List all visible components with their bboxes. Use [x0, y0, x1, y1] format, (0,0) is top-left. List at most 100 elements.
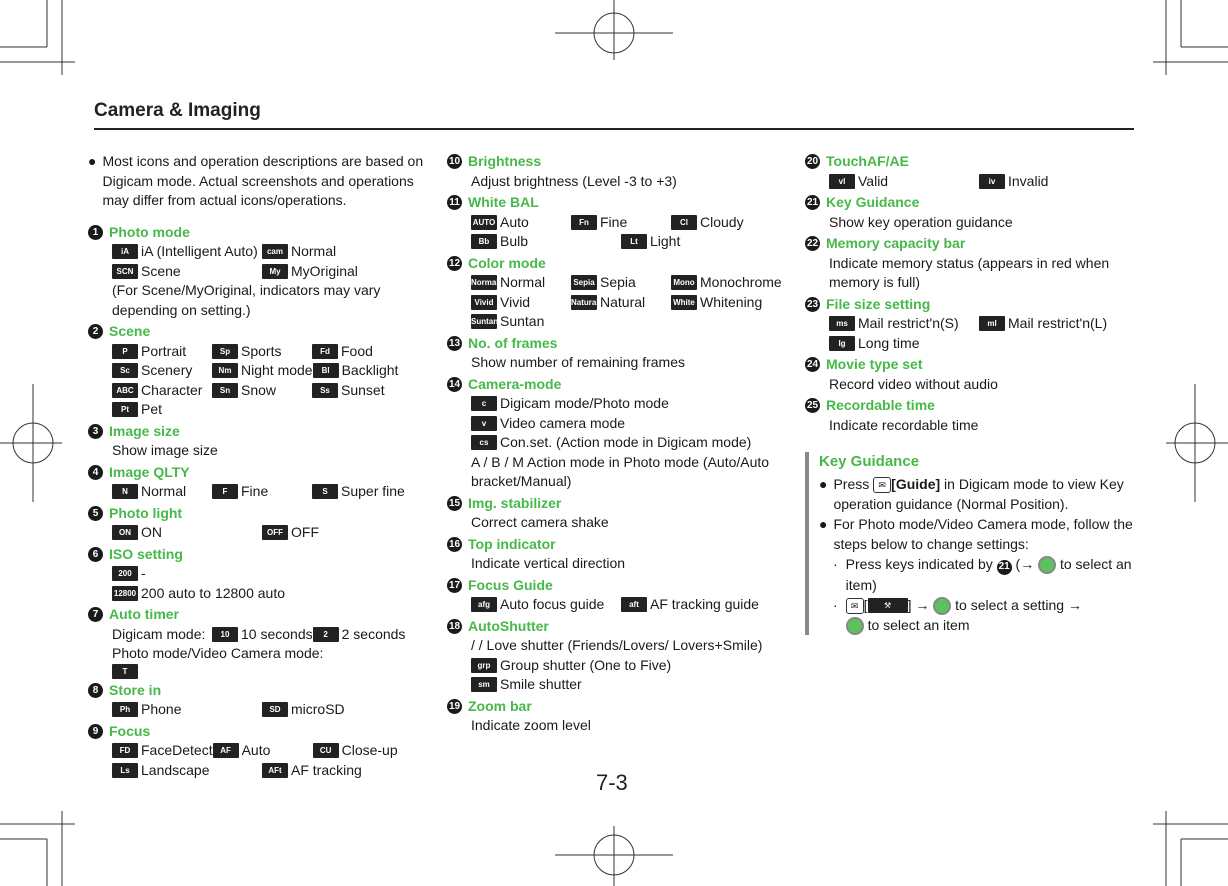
entry-label: Auto focus guide — [500, 596, 605, 612]
mode-icon: Bl — [312, 363, 339, 379]
entry-label: Bulb — [500, 233, 529, 249]
item-title-text: Focus Guide — [468, 576, 553, 593]
mode-icon: Ls — [112, 762, 138, 778]
entry-label: Group shutter (One to Five) — [500, 656, 672, 673]
item-note: Indicate zoom level — [471, 717, 591, 733]
key-guidance-bullet-2: ● For Photo mode/Video Camera mode, foll… — [819, 516, 1133, 552]
item-body: Record video without audio — [805, 375, 1135, 395]
mode-icon: v — [471, 415, 497, 431]
mode-icon: afg — [471, 597, 497, 613]
mode-icon: T — [112, 663, 138, 679]
item-title-text: AutoShutter — [468, 617, 549, 634]
entry-label: Fine — [600, 213, 628, 230]
entry-label: MyOriginal — [291, 262, 358, 279]
mode-icon: Bb — [471, 234, 497, 250]
item-note: Correct camera shake — [471, 514, 609, 530]
item-title-text: Img. stabilizer — [468, 494, 562, 511]
item-title-text: File size setting — [826, 295, 931, 312]
entry-label: Character — [141, 381, 203, 398]
column-1: ● Most icons and operation descriptions … — [88, 152, 428, 782]
item-body: Show image size — [88, 441, 428, 461]
item-note: Indicate vertical direction — [471, 555, 626, 571]
entry-label: Normal — [291, 243, 337, 259]
entry-label: - — [141, 565, 146, 581]
mode-icon: ml — [979, 316, 1005, 332]
entry-label: Auto — [241, 742, 271, 758]
entry-label: Long time — [858, 334, 920, 351]
mode-icon: Normal — [471, 275, 499, 291]
item-note: Record video without audio — [829, 375, 998, 392]
multi-key-icon — [845, 617, 864, 636]
entry-label: iA (Intelligent Auto) — [141, 243, 258, 259]
mode-icon: My — [262, 263, 288, 279]
entry-label: Super fine — [341, 483, 405, 499]
mail-key-icon: ✉ — [873, 477, 892, 494]
number-badge: 17 — [447, 577, 462, 593]
page-title: Camera & Imaging — [94, 100, 261, 121]
mode-icon: OFF — [262, 525, 288, 541]
item-note: Show image size — [112, 442, 218, 458]
mode-icon: SCN — [112, 263, 138, 279]
item-title-text: Zoom bar — [468, 697, 532, 714]
mode-icon: AF — [212, 743, 239, 759]
entry-label: AF tracking — [291, 761, 362, 778]
number-badge: 25 — [805, 398, 820, 414]
item-title-text: Photo light — [109, 504, 183, 521]
item-body: Adjust brightness (Level -3 to +3) — [447, 172, 782, 192]
bullet-icon: ● — [88, 153, 97, 169]
item-title-text: Auto timer — [109, 606, 179, 622]
item-note: Show number of remaining frames — [471, 354, 685, 370]
key-guidance-title: Key Guidance — [819, 453, 920, 470]
mode-icon: Ph — [112, 702, 138, 718]
mode-icon: sm — [471, 677, 497, 693]
mode-icon: White — [671, 294, 697, 310]
key-guidance-step-1: · Press keys indicated by 21 (→ to selec… — [833, 556, 1132, 593]
mode-icon: iA — [112, 244, 138, 260]
entry-label: Auto — [500, 213, 529, 230]
mode-icon: Sp — [212, 343, 238, 359]
entry-label: Phone — [141, 701, 182, 717]
entry-label: Photo mode/Video Camera mode: — [112, 645, 324, 661]
item-title-text: Focus — [109, 722, 151, 739]
item-title-text: Image size — [109, 422, 180, 439]
mode-icon: ms — [829, 316, 855, 332]
entry-label: Smile shutter — [500, 676, 582, 692]
